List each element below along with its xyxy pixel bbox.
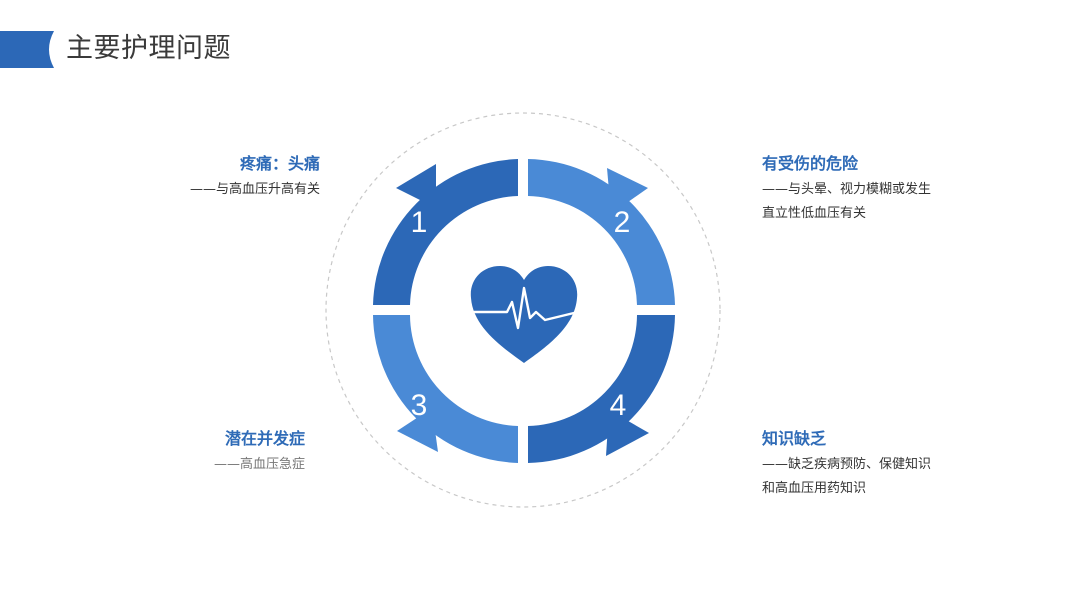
problem-desc-3-line-1: ——高血压急症 <box>213 457 305 472</box>
segment-1: 1 <box>373 159 518 305</box>
problem-desc-4-line-2: 和高血压用药知识 <box>762 481 867 496</box>
segment-number-4: 4 <box>610 389 627 422</box>
problem-heading-1: 疼痛：头痛 <box>239 154 320 173</box>
page-title: 主要护理问题 <box>66 33 231 64</box>
segment-number-3: 3 <box>411 389 428 422</box>
problem-item-3: 潜在并发症 ——高血压急症 <box>214 427 305 477</box>
segment-2: 2 <box>528 159 675 305</box>
heart-pulse-icon <box>470 266 580 363</box>
segment-number-1: 1 <box>411 206 428 239</box>
problem-item-4: 知识缺乏 ——缺乏疾病预防、保健知识 和高血压用药知识 <box>762 427 931 501</box>
problem-heading-3: 潜在并发症 <box>224 429 305 448</box>
problem-heading-2: 有受伤的危险 <box>762 154 859 173</box>
segment-4: 4 <box>528 315 675 463</box>
problem-heading-4: 知识缺乏 <box>762 429 827 448</box>
segment-number-2: 2 <box>614 206 631 239</box>
segment-3: 3 <box>373 315 518 463</box>
dashed-outer-ring <box>325 112 721 508</box>
problem-desc-4-line-1: ——缺乏疾病预防、保健知识 <box>762 457 932 472</box>
problem-desc-1-line-1: ——与高血压升高有关 <box>189 182 320 197</box>
problem-desc-2-line-2: 直立性低血压有关 <box>762 206 867 221</box>
title-accent-bar <box>0 31 54 68</box>
problem-item-1: 疼痛：头痛 ——与高血压升高有关 <box>190 152 320 202</box>
problem-item-2: 有受伤的危险 ——与头晕、视力模糊或发生 直立性低血压有关 <box>762 152 931 226</box>
problem-desc-2-line-1: ——与头晕、视力模糊或发生 <box>762 182 932 197</box>
